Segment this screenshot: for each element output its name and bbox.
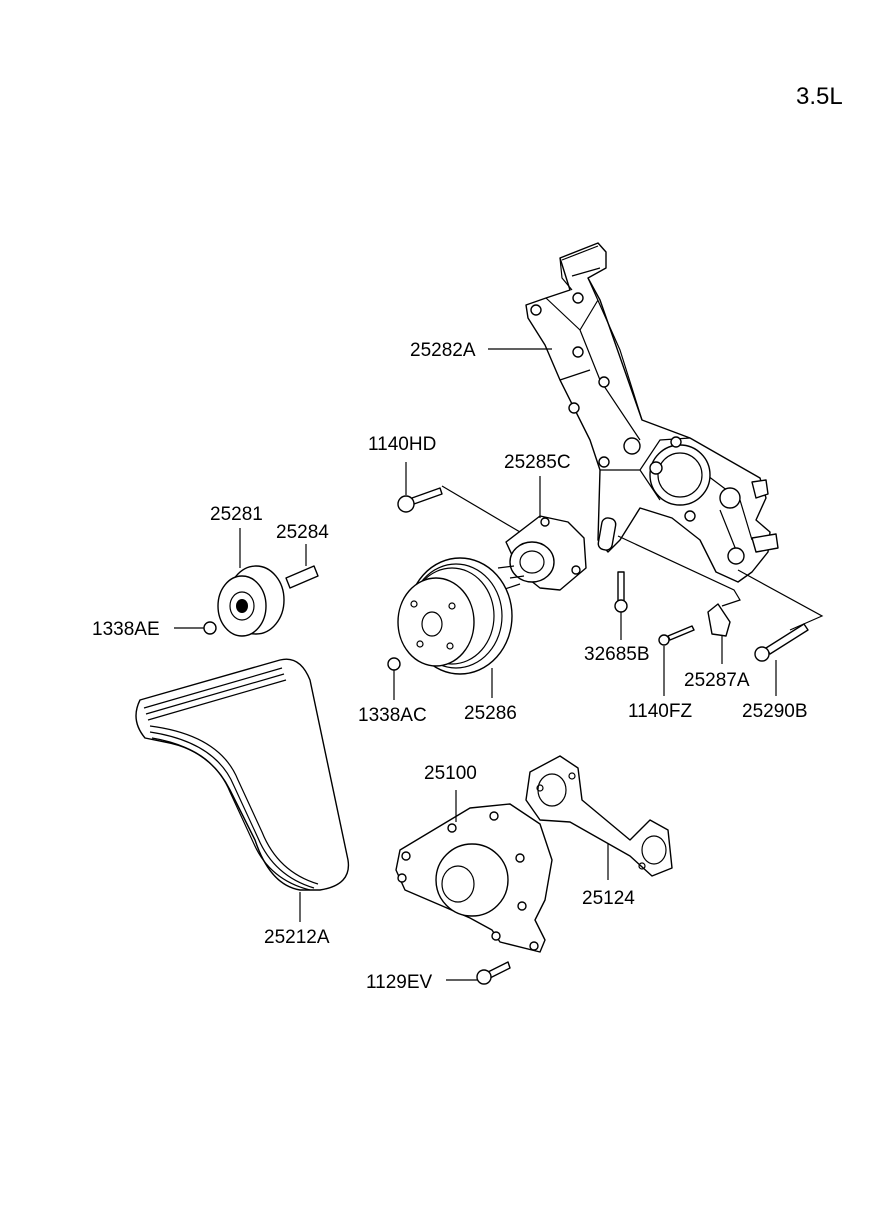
bolt-1140hd-drawing — [397, 487, 443, 513]
clip-25287a-drawing — [707, 603, 731, 637]
leader-lines — [174, 348, 824, 981]
label-32685b: 32685B — [584, 644, 650, 665]
label-25284: 25284 — [276, 522, 329, 543]
drive-belt-drawing — [135, 658, 350, 891]
nut-1338ae-drawing — [203, 621, 217, 635]
bolt-1129ev-drawing — [476, 961, 511, 985]
tensioner-drawing — [497, 515, 587, 591]
label-25100: 25100 — [424, 763, 477, 784]
nut-1338ac-drawing — [387, 657, 401, 671]
label-1140hd: 1140HD — [368, 434, 436, 455]
bolt-1140fz-drawing — [658, 625, 695, 646]
engine-label: 3.5L — [796, 83, 843, 110]
water-pump-drawing — [395, 803, 553, 953]
label-25282a: 25282A — [410, 340, 476, 361]
label-1338ae: 1338AE — [92, 619, 160, 640]
label-1140fz: 1140FZ — [628, 701, 692, 722]
part-labels: 25282A 1140HD 25285C 25281 25284 1338AE … — [92, 340, 808, 993]
label-25285c: 25285C — [504, 452, 571, 473]
label-25124: 25124 — [582, 888, 635, 909]
label-25290b: 25290B — [742, 701, 808, 722]
crank-pulley-drawing — [397, 557, 513, 675]
label-25212a: 25212A — [264, 927, 330, 948]
bolt-25290b-drawing — [754, 623, 809, 662]
bracket-drawing — [525, 242, 779, 583]
bolt-32685b-drawing — [614, 571, 628, 613]
label-25286: 25286 — [464, 703, 517, 724]
idler-pulley-drawing — [217, 565, 285, 637]
label-1129ev: 1129EV — [366, 972, 433, 993]
label-25281: 25281 — [210, 504, 263, 525]
label-25287a: 25287A — [684, 670, 750, 691]
gasket-drawing — [525, 755, 673, 877]
pin-25284-drawing — [285, 565, 319, 589]
label-1338ac: 1338AC — [358, 705, 427, 726]
